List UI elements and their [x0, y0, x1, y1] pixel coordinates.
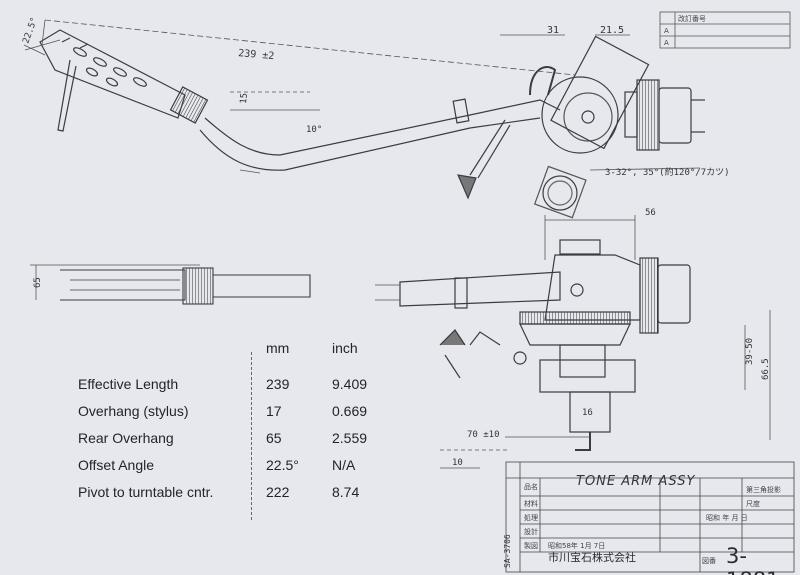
- drawing-title: TONE ARM ASSY: [576, 474, 696, 489]
- tb-label-draft: 製図: [524, 542, 538, 550]
- pivot-housing: [541, 76, 619, 154]
- dim-10: 10: [452, 458, 463, 468]
- spec-mm: 17: [266, 403, 282, 419]
- top-dimensions: [23, 19, 701, 174]
- dim-antiskate: 3-32°, 35°(約120°/7カツ): [605, 166, 730, 178]
- dim-56: 56: [645, 208, 656, 218]
- spec-label: Offset Angle: [78, 457, 155, 473]
- tb-label-material: 材料: [524, 500, 538, 508]
- spec-mm: 65: [266, 430, 282, 446]
- title-block: 品名 TONE ARM ASSY 材料 処理 設計 製図 昭和 年 月 日 昭和…: [506, 462, 796, 575]
- counterweight: [636, 79, 660, 151]
- dim-effective-length: 239 ±2: [238, 48, 275, 62]
- headshell: [39, 29, 186, 132]
- arm-tube-side: [399, 271, 561, 307]
- counterweight-side: [639, 257, 659, 334]
- spec-mm: 222: [266, 484, 290, 500]
- antiskate-dial: [542, 175, 578, 211]
- spec-inch: 8.74: [332, 484, 360, 500]
- dim-16: 16: [582, 408, 593, 418]
- dim-39-50: 39-50: [745, 338, 755, 365]
- revision-header: 改訂番号: [678, 14, 706, 23]
- tb-label-name: 品名: [524, 483, 538, 491]
- spec-mm: 239: [266, 376, 290, 392]
- tb-label-number: 図番: [702, 557, 716, 565]
- title-block-grid: [505, 461, 795, 573]
- spec-inch: 2.559: [332, 430, 368, 446]
- spec-inch: N/A: [332, 457, 356, 473]
- pivot-top-knob: [559, 239, 601, 255]
- tonearm-top-view: [39, 29, 705, 219]
- tb-date2: 昭和58年 1月 7日: [548, 542, 606, 550]
- arm-tube: [204, 114, 471, 156]
- side-dimensions: [375, 215, 771, 469]
- dim-31: 31: [547, 25, 559, 36]
- spec-inch: 9.409: [332, 376, 368, 392]
- dim-65: 65: [33, 277, 43, 288]
- tb-label-projection: 第三角投影: [746, 486, 781, 494]
- spec-label: Effective Length: [78, 376, 179, 392]
- company-name: 市川宝石株式会社: [548, 551, 636, 564]
- spec-header-inch: inch: [332, 340, 358, 356]
- spec-inch: 0.669: [332, 403, 368, 419]
- spec-label: Overhang (stylus): [78, 403, 189, 419]
- dim-70: 70 ±10: [467, 430, 500, 440]
- dim-head-angle: 22.5°: [21, 16, 40, 45]
- dim-15: 15: [239, 93, 250, 105]
- pivot-side-view: [399, 239, 691, 451]
- revision-a2: A: [664, 39, 669, 47]
- spec-mm: 22.5°: [266, 457, 299, 473]
- tb-label-finish: 処理: [524, 514, 538, 522]
- tb-label-scale: 尺度: [746, 500, 760, 508]
- dim-21-5: 21.5: [600, 25, 624, 36]
- tonearm-side-view-small: [60, 267, 311, 305]
- tb-date1: 昭和 年 月 日: [706, 514, 748, 522]
- mounting-base: [539, 359, 636, 393]
- drawing-number: 3-1881: [726, 544, 779, 575]
- headshell-collar: [169, 86, 209, 124]
- arm-rest: [452, 98, 470, 124]
- spec-label: Pivot to turntable cntr.: [78, 484, 214, 500]
- dim-10-deg: 10°: [306, 125, 322, 135]
- dim-66-5: 66.5: [761, 358, 771, 380]
- spec-header-mm: mm: [266, 340, 290, 356]
- spec-label: Rear Overhang: [78, 430, 174, 446]
- side-code: SA-3706: [503, 534, 512, 568]
- pivot-frame: [550, 35, 650, 150]
- revision-block: [659, 11, 791, 49]
- revision-a1: A: [664, 27, 669, 35]
- spec-divider: [251, 352, 252, 520]
- cue-lever: [469, 119, 511, 179]
- tb-label-design: 設計: [524, 528, 538, 536]
